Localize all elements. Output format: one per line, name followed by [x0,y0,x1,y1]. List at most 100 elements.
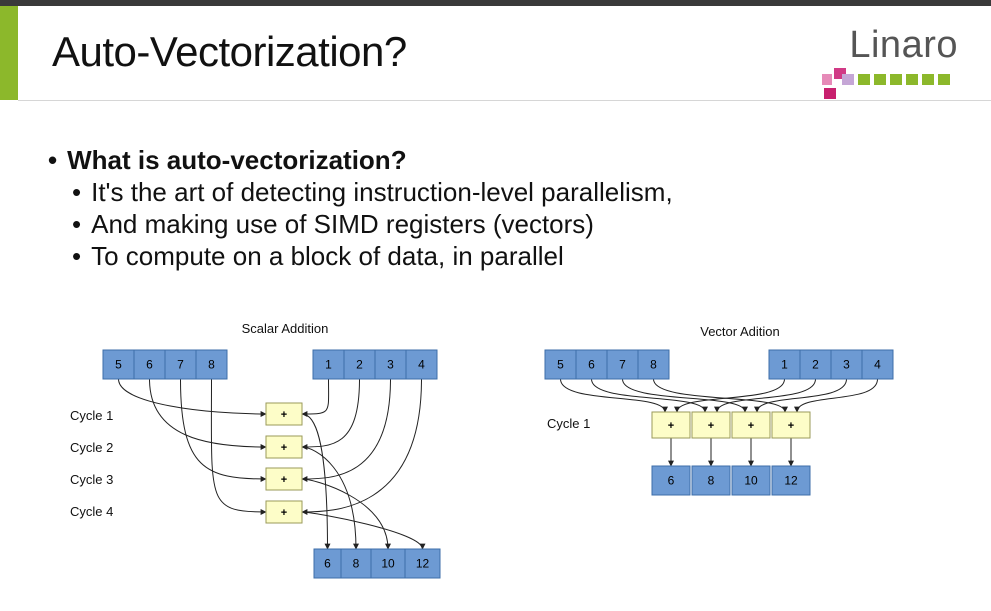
scalar-wire-out [301,478,391,550]
vector-output-cell-label: 12 [784,474,798,488]
scalar-cycle-label: Cycle 3 [70,472,113,487]
vector-output-cell [731,465,771,496]
diagram-wires [118,378,878,550]
vector-add-box [771,411,811,439]
bullet-main: What is auto-vectorization? [48,144,673,176]
vector-output-cell [771,465,811,496]
scalar-output-cell-label: 6 [324,557,331,571]
scalar-wire-out [301,413,331,550]
vector-add-box [691,411,731,439]
scalar-input-a-cell-label: 8 [208,358,215,372]
vector-input-b-cell-label: 4 [874,358,881,372]
bullet-list: What is auto-vectorization? It's the art… [48,144,673,272]
accent-bar [0,6,18,100]
scalar-input-b-cell [374,349,407,380]
vector-wire-a [591,378,708,413]
logo-square [824,88,836,99]
vector-input-a-cell [637,349,670,380]
logo-square [858,74,870,85]
vector-add-box-label: + [748,420,754,432]
scalar-add-box [265,402,303,426]
logo-square [922,74,934,85]
scalar-wire-b [301,378,391,482]
vector-wire-b [794,378,878,413]
scalar-add-box-label: + [281,442,287,454]
vector-input-a-cell [606,349,639,380]
vector-input-a-cell-label: 6 [588,358,595,372]
scalar-output-cell-label: 8 [353,557,360,571]
vector-output-cell-label: 10 [744,474,758,488]
scalar-output-cell [404,548,441,579]
vector-add-box-label: + [708,420,714,432]
scalar-input-a-cell [133,349,166,380]
scalar-output-cell-label: 10 [381,557,395,571]
scalar-input-a-cell [164,349,197,380]
scalar-input-a-cell [195,349,228,380]
scalar-wire-a [149,378,267,450]
vector-input-b-cell-label: 2 [812,358,819,372]
vector-wire-b [714,378,816,413]
title-divider [18,100,991,101]
scalar-cycle-label: Cycle 1 [70,408,113,423]
scalar-output-cell [313,548,342,579]
vector-title: Vector Adition [700,324,780,339]
scalar-input-b-cell-label: 1 [325,358,332,372]
vector-input-b-cell-label: 3 [843,358,850,372]
vector-cycle-label: Cycle 1 [547,416,590,431]
scalar-title: Scalar Addition [242,321,329,336]
scalar-cycle-label: Cycle 2 [70,440,113,455]
vector-input-a-cell-label: 7 [619,358,626,372]
scalar-add-box-label: + [281,507,287,519]
vector-input-b-cell [768,349,801,380]
bullet-sub: To compute on a block of data, in parall… [48,240,673,272]
vector-output-cell [651,465,691,496]
vector-output-cell [691,465,731,496]
scalar-wire-a [118,378,267,417]
logo-square [822,74,832,85]
scalar-add-box-label: + [281,409,287,421]
scalar-input-b-cell-label: 4 [418,358,425,372]
vector-output-cell-label: 6 [668,474,675,488]
vector-add-box-label: + [788,420,794,432]
scalar-add-box [265,500,303,524]
scalar-add-box-label: + [281,474,287,486]
scalar-wire-a [210,378,267,515]
scalar-wire-a [180,378,267,482]
vector-wire-a [653,378,788,413]
vector-input-b-cell [861,349,894,380]
scalar-wire-b [301,378,360,450]
vector-add-box-label: + [668,420,674,432]
vector-input-a-cell-label: 5 [557,358,564,372]
logo-text: Linaro [849,24,958,66]
logo-square [874,74,886,85]
scalar-input-b-cell [405,349,438,380]
vector-wire-a [560,378,668,413]
vector-output-cell-label: 8 [708,474,715,488]
vector-wire-b [674,378,785,413]
scalar-wire-b [301,378,422,515]
vector-wire-b [754,378,847,413]
scalar-add-box [265,467,303,491]
vector-add-box [731,411,771,439]
logo-square [834,68,846,79]
logo-square [842,74,854,85]
vector-input-b-cell [830,349,863,380]
scalar-input-a-cell-label: 5 [115,358,122,372]
linaro-logo: Linaro [812,24,972,106]
scalar-output-cell-label: 12 [416,557,430,571]
scalar-wire-out [301,446,359,550]
bullet-sub: It's the art of detecting instruction-le… [48,176,673,208]
slide: Auto-Vectorization? Linaro What is auto-… [0,6,991,611]
scalar-add-box [265,435,303,459]
scalar-output-cell [370,548,406,579]
vector-input-a-cell-label: 8 [650,358,657,372]
slide-title: Auto-Vectorization? [52,28,407,75]
scalar-wire-b [301,378,330,417]
logo-square [906,74,918,85]
scalar-input-a-cell-label: 7 [177,358,184,372]
vector-input-a-cell [544,349,577,380]
logo-square [890,74,902,85]
vector-add-box [651,411,691,439]
